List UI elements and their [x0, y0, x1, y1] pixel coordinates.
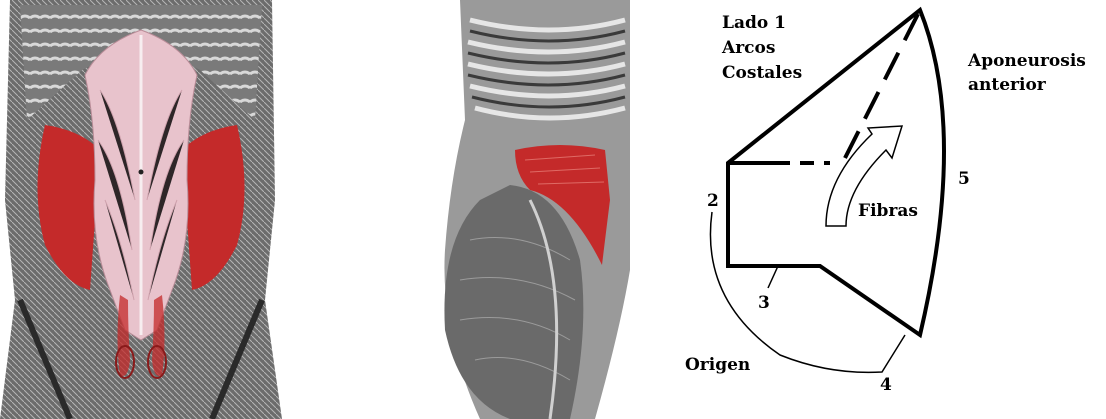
side-one-label-line-2: Arcos: [721, 38, 775, 58]
aponeurosis-label-line-2: anterior: [968, 75, 1047, 95]
fibers-label: Fibras: [858, 201, 918, 221]
origin-arc: [710, 212, 905, 372]
lateral-view-panel: [420, 0, 635, 419]
side-two-number: 2: [707, 191, 719, 211]
anterior-abdomen-icon: [0, 0, 282, 419]
lateral-trunk-icon: [420, 0, 635, 419]
side-three-leader: [768, 266, 778, 288]
origin-label: Origen: [685, 355, 750, 375]
anterior-view-panel: [0, 0, 282, 419]
muscle-schematic-diagram: Lado 1 Arcos Costales Aponeurosis anteri…: [660, 0, 1106, 419]
side-four-number: 4: [880, 375, 892, 395]
side-three-number: 3: [758, 293, 770, 313]
side-five-number: 5: [958, 169, 970, 189]
schematic-diagram-panel: Lado 1 Arcos Costales Aponeurosis anteri…: [660, 0, 1106, 419]
diagram-outline: [728, 10, 944, 335]
aponeurosis-label-line-1: Aponeurosis: [967, 51, 1086, 71]
side-one-label-line-1: Lado 1: [722, 13, 786, 33]
side-one-label-line-3: Costales: [722, 63, 802, 83]
